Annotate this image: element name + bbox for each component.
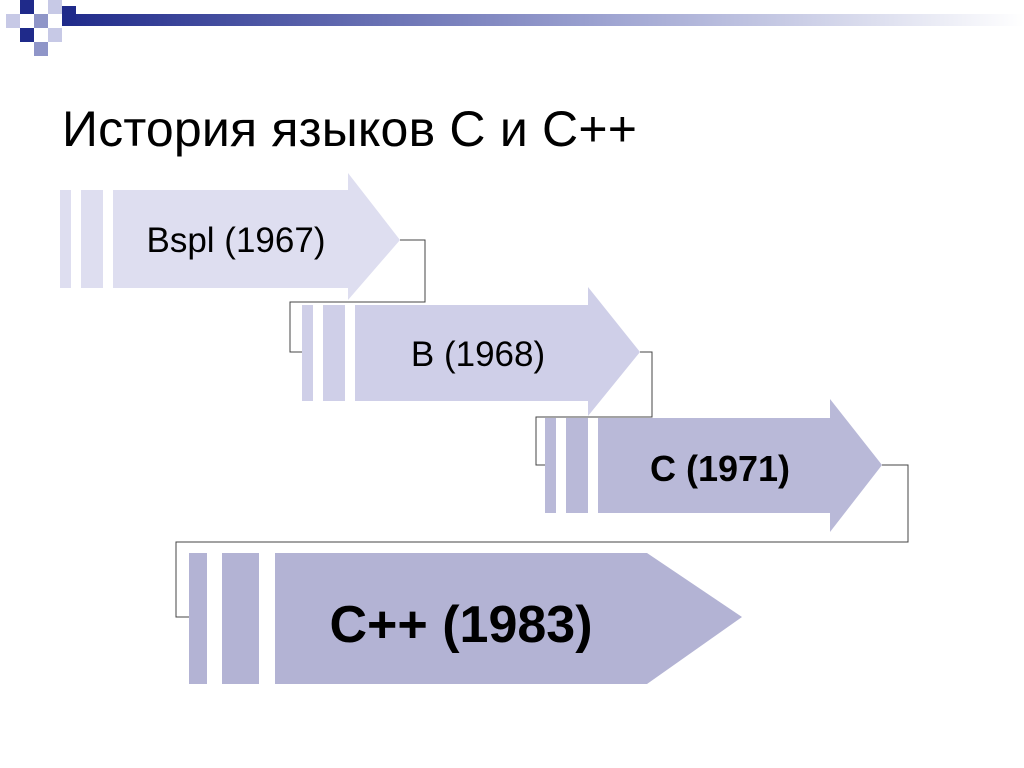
step-arrow [275,553,742,684]
step-stripe [323,305,345,401]
decor-square [6,14,20,28]
timeline-step-4: C++ (1983) [189,553,742,684]
header-gradient-bar [62,14,1024,26]
step-stripe [566,418,588,513]
step-label: C++ (1983) [329,596,592,654]
timeline-step-3: C (1971) [545,399,882,532]
step-stripe [189,553,207,684]
decor-square [62,6,76,20]
step-stripe [81,190,103,288]
header-decoration [6,0,1024,56]
decor-square [20,0,34,14]
step-label: Bspl (1967) [147,221,326,260]
timeline-step-2: B (1968) [302,287,640,416]
timeline-step-1: Bspl (1967) [60,173,400,300]
step-arrow [598,399,882,532]
step-label: C (1971) [650,448,790,489]
decor-square [48,0,62,14]
connector-line [535,351,653,466]
step-stripe [222,553,259,684]
step-stripe [302,305,313,401]
connector-line [175,464,909,618]
step-stripe [60,190,71,288]
connector-line [289,239,426,353]
step-arrow [355,287,640,416]
step-arrow [113,173,400,300]
step-stripe [545,418,556,513]
decor-square [34,14,48,28]
decor-square [34,42,48,56]
decor-square [20,28,34,42]
decor-square [6,42,20,52]
decor-square [48,28,62,42]
step-label: B (1968) [411,335,545,374]
slide-title: История языков С и С++ [62,101,638,157]
